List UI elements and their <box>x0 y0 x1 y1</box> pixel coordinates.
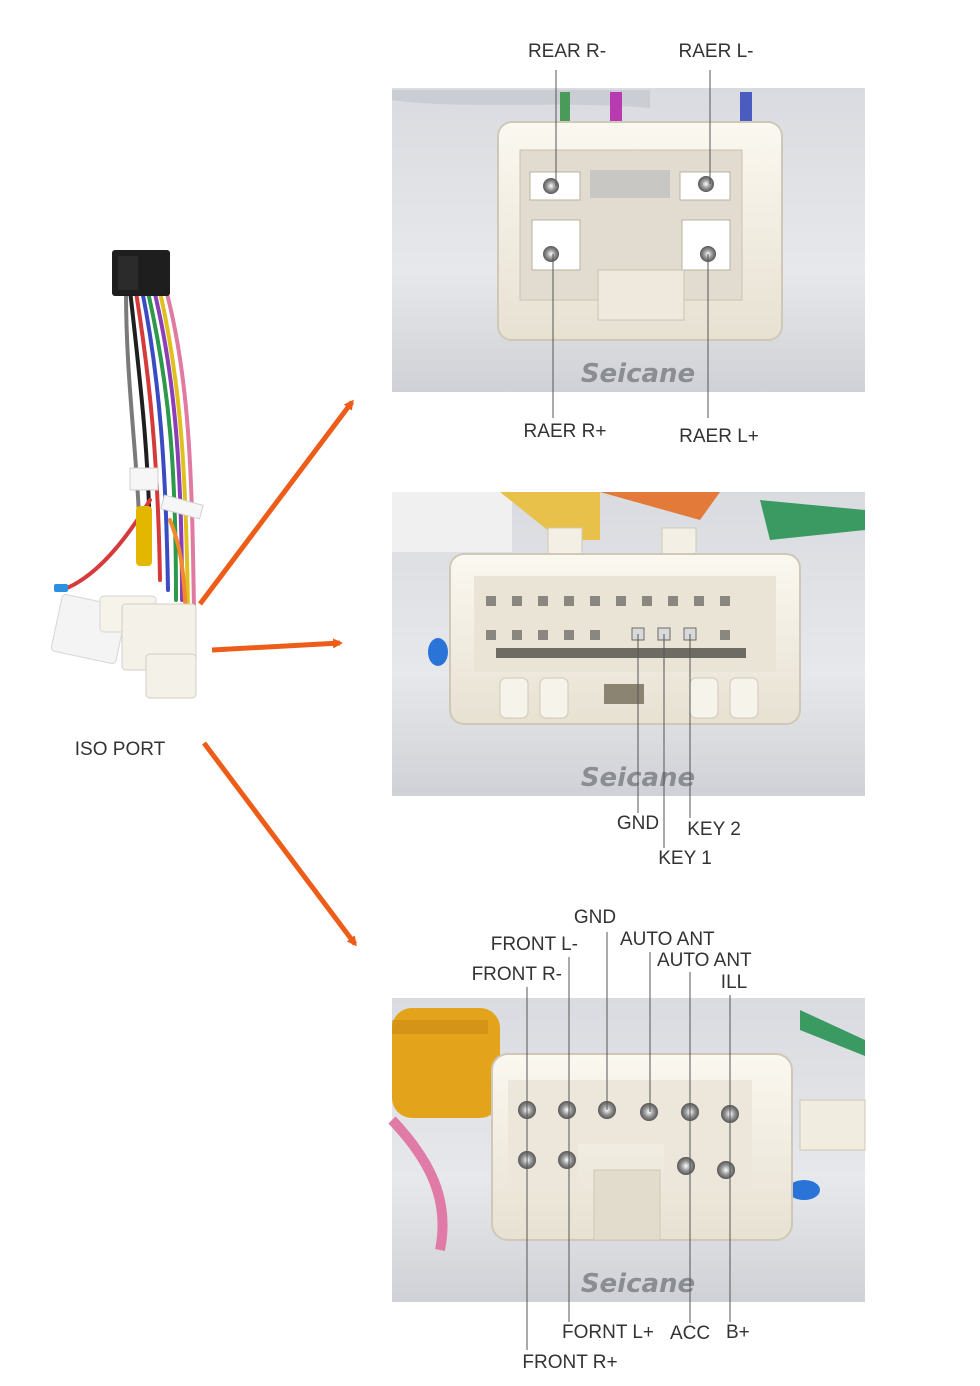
label-front-r-plus: FRONT R+ <box>522 1352 618 1373</box>
label-auto-ant-1: AUTO ANT <box>620 929 715 950</box>
label-acc: ACC <box>670 1323 711 1344</box>
power-connector-leader-lines <box>637 634 691 848</box>
label-key-1: KEY 1 <box>658 848 712 869</box>
wiring-harness-image <box>50 250 204 699</box>
label-rear-r-minus: REAR R- <box>527 41 607 62</box>
arrow-to-front-speaker-connector <box>202 741 357 947</box>
label-front-r-minus: FRONT R- <box>471 964 562 985</box>
seicane-watermark-1: Seicane <box>581 359 695 389</box>
front-speaker-connector-photo: Seicane <box>388 998 866 1302</box>
label-front-l-minus: FRONT L- <box>490 934 578 955</box>
label-rear-l-plus: RAER L+ <box>679 426 759 447</box>
arrow-to-power-key-connector <box>211 638 343 653</box>
connector-arrows <box>198 399 357 947</box>
power-key-connector-photo: Seicane <box>392 492 865 796</box>
label-ill: ILL <box>720 972 748 993</box>
label-key-2: KEY 2 <box>687 819 741 840</box>
label-rear-l-minus: RAER L- <box>678 41 754 62</box>
label-gnd-key: GND <box>616 813 660 834</box>
label-rear-r-plus: RAER R+ <box>523 421 607 442</box>
label-auto-ant-2: AUTO ANT <box>657 950 752 971</box>
rear-speaker-connector-photo: Seicane <box>392 88 865 392</box>
label-gnd-front: GND <box>573 907 617 928</box>
arrow-to-rear-speaker-connector <box>198 399 354 606</box>
front-connector-leader-lines <box>526 932 731 1350</box>
seicane-watermark-3: Seicane <box>581 1269 695 1299</box>
iso-port-label: ISO PORT <box>75 739 166 760</box>
rear-connector-leader-lines <box>552 70 711 418</box>
label-fornt-l-plus: FORNT L+ <box>562 1322 655 1343</box>
label-b-plus: B+ <box>726 1322 750 1343</box>
